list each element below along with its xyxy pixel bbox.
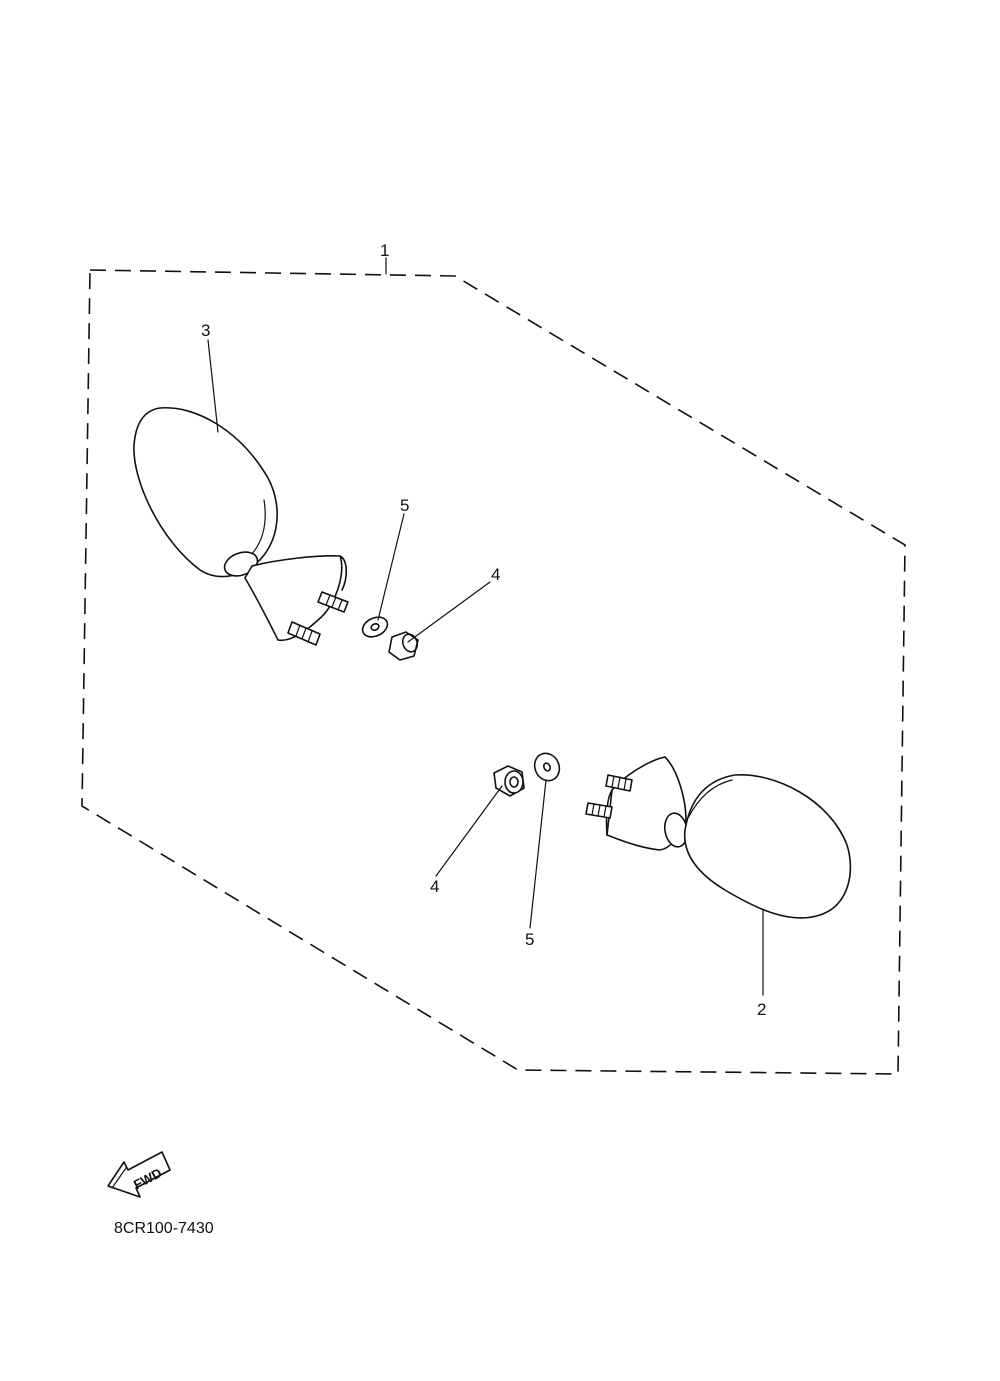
mirror-right-edge bbox=[687, 779, 733, 819]
leader-4-right bbox=[435, 785, 503, 877]
mirror-right-stud-lower bbox=[585, 802, 613, 819]
leader-5-left bbox=[377, 513, 405, 621]
mirror-left-housing bbox=[133, 407, 278, 578]
mirror-right bbox=[585, 756, 852, 919]
mirror-left-stay-base bbox=[339, 555, 348, 591]
washer-left bbox=[361, 616, 389, 638]
mirror-right-housing bbox=[683, 774, 852, 919]
mirror-left bbox=[133, 407, 349, 646]
nut-right bbox=[493, 765, 525, 797]
fwd-arrow-icon: FWD bbox=[107, 1151, 171, 1198]
mirror-left-stud-lower bbox=[287, 621, 321, 646]
washer-right bbox=[533, 752, 561, 782]
leader-lines bbox=[207, 257, 764, 996]
callout-5-left: 5 bbox=[400, 496, 409, 515]
mirror-left-stud-upper bbox=[317, 591, 349, 613]
callout-4-left: 4 bbox=[491, 565, 500, 584]
mirror-left-stay bbox=[244, 555, 343, 642]
callout-5-right: 5 bbox=[525, 930, 534, 949]
leader-3 bbox=[207, 339, 219, 433]
callout-2: 2 bbox=[757, 1000, 766, 1019]
callout-3: 3 bbox=[201, 321, 210, 340]
leader-4-left bbox=[407, 581, 491, 643]
mirror-right-stud-upper bbox=[605, 774, 633, 792]
drawing-code: 8CR100-7430 bbox=[114, 1220, 214, 1237]
callout-1: 1 bbox=[380, 241, 389, 260]
leader-5-right bbox=[529, 779, 547, 929]
assembly-boundary bbox=[81, 269, 906, 1075]
nut-left bbox=[388, 631, 419, 661]
callout-4-right: 4 bbox=[430, 877, 439, 896]
